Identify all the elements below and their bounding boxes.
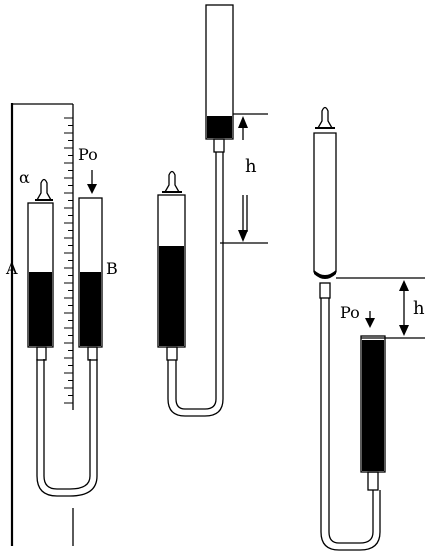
label-a: A: [5, 259, 18, 278]
u-tube-left: [36, 359, 98, 497]
tube-a: [27, 178, 54, 361]
height-marker-right: h: [336, 277, 425, 339]
label-p0-left: Po: [78, 145, 98, 164]
u-tube-right: [320, 298, 381, 551]
middle-apparatus: h: [157, 4, 268, 417]
tube-b: [78, 170, 103, 361]
u-tube-middle: [167, 152, 224, 417]
lower-sealed-tube: [157, 170, 186, 361]
label-h-middle: h: [245, 156, 257, 177]
label-alpha: α: [19, 168, 30, 187]
lower-open-tube: [360, 311, 386, 491]
ruler-ticks: [64, 117, 73, 404]
liquid-column-a: [29, 272, 52, 346]
measuring-ruler: [10, 103, 74, 546]
label-p0-right: Po: [340, 303, 360, 322]
upper-sealed-tube: [313, 106, 337, 299]
upper-open-tube: [205, 4, 234, 153]
liquid-column-lower: [159, 246, 184, 346]
liquid-column-upper: [207, 116, 232, 138]
label-h-right: h: [413, 298, 425, 319]
label-b: B: [106, 259, 118, 278]
left-apparatus: α Po A B: [5, 103, 118, 546]
liquid-column-b: [80, 272, 101, 346]
right-apparatus: h Po: [313, 106, 425, 551]
liquid-column-right-lower: [362, 340, 384, 471]
liquid-column-right-upper: [314, 270, 336, 279]
height-marker-middle: h: [220, 113, 268, 244]
